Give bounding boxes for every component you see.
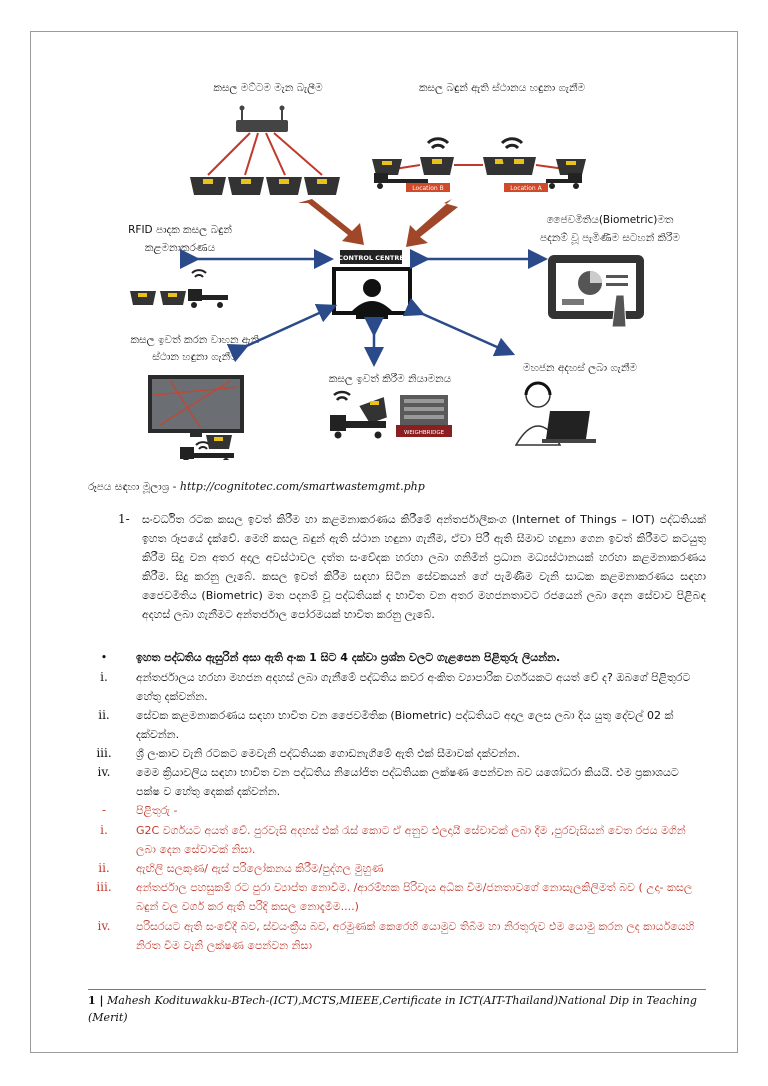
question-item: ii. සේවක කළමනාකරණය සඳහා භාවිත වන ජෛවමිති… — [88, 706, 706, 744]
answer-text: පරිසරයට ඇති සංවේදී බව, ස්වයංක්‍රීය බව, අ… — [136, 920, 695, 952]
bin-level-cluster — [190, 105, 340, 195]
bin-icon — [556, 159, 586, 175]
label-biometric-1: ජෛවමිතිය(Biometric)මත — [546, 214, 674, 226]
source-prefix: රූපය සඳහා මූලාශ්‍ර - — [88, 481, 177, 493]
blue-arrows — [180, 249, 548, 367]
answer-item: i. G2C වර්ගයට අයත් වේ. පුරවැසි අදහස් එක්… — [88, 821, 706, 859]
label-rfid-1: RFID පාදක කසල බඳුන් — [128, 224, 232, 236]
intro-number: 1- — [118, 512, 130, 526]
bin-location-cluster: Location B Location A — [372, 137, 586, 192]
location-b-text: Location B — [412, 185, 443, 192]
wifi-icon — [191, 269, 207, 278]
bin-icon — [160, 291, 186, 305]
answer-item: iii. අන්තර්ජාල පහසුකම් රට පුරා ව්‍යාප්ත … — [88, 878, 706, 916]
label-bin-level: කසල මට්ටම මැන බැලීම — [213, 82, 323, 94]
answer-item: ii. ඇඟිලි සලකුණ/ ඇස් පරිලෝකනය කිරීම/පුද්… — [88, 859, 706, 878]
laptop-icon — [546, 411, 590, 439]
label-vehicle-2: ස්ථාන හඳුනා ගැනීම — [152, 351, 238, 363]
page-number: 1 | — [88, 994, 104, 1007]
vehicle-location-cluster — [148, 375, 244, 460]
bin-icon — [130, 291, 156, 305]
router-icon — [236, 120, 288, 132]
page-border — [30, 31, 738, 1053]
label-public-opinion: මහජන අදහස් ලබා ගැනීම — [523, 362, 637, 374]
answer-text: අන්තර්ජාල පහසුකම් රට පුරා ව්‍යාප්ත නොවීම… — [136, 881, 693, 913]
wifi-icon — [426, 137, 450, 150]
public-opinion-cluster — [514, 381, 596, 446]
page-footer: 1 | Mahesh Kodituwakku-BTech-(ICT),MCTS,… — [88, 992, 706, 1026]
answer-number: iv. — [97, 919, 111, 933]
answer-item: iv. පරිසරයට ඇති සංවේදී බව, ස්වයංක්‍රීය බ… — [88, 917, 706, 955]
question-text: සේවක කළමනාකරණය සඳහා භාවිත වන ජෛවමිතික (B… — [136, 709, 674, 741]
location-a-tag — [504, 183, 548, 192]
question-item: iv. මෙම ක්‍රියාවලිය සඳහා භාවිත වන පද්ධති… — [88, 763, 706, 801]
answers-heading: පිළිතුරු - — [136, 804, 178, 817]
question-number: i. — [100, 670, 108, 684]
location-b-tag — [406, 183, 450, 192]
answer-number: ii. — [98, 861, 110, 875]
footer-credits: Mahesh Kodituwakku-BTech-(ICT),MCTS,MIEE… — [88, 994, 697, 1024]
red-arrow-right — [406, 199, 458, 247]
bin-icon — [372, 159, 402, 175]
weighbridge-icon: WEIGHBRIDGE — [396, 395, 452, 437]
question-number: iv. — [97, 765, 111, 779]
iot-diagram: Location B Location A CONTROL CENTRE — [130, 105, 644, 460]
regulation-cluster: WEIGHBRIDGE — [330, 390, 452, 439]
question-text: මෙම ක්‍රියාවලිය සඳහා භාවිත වන පද්ධතිය නි… — [136, 766, 679, 798]
source-url[interactable]: http://cognitotec.com/smartwastemgmt.php — [179, 480, 425, 493]
tablet-icon — [548, 255, 644, 328]
label-biometric-2: පදනම් වූ පැමිණීම සටහන් කිරීම — [540, 232, 680, 244]
bin-icon — [190, 177, 226, 195]
question-text: අන්තර්ජාලය හරහා මහජන අදහස් ලබා ගැනීමේ පද… — [136, 671, 691, 703]
control-centre-label: CONTROL CENTRE — [338, 254, 404, 262]
weighbridge-label: WEIGHBRIDGE — [404, 430, 445, 436]
question-text: ශ්‍රී ලංකාව වැනි රටකට මෙවැනි පද්ධතියක ගො… — [136, 747, 520, 760]
headset-icon — [524, 381, 552, 396]
bin-icon — [266, 177, 302, 195]
answer-text: ඇඟිලි සලකුණ/ ඇස් පරිලෝකනය කිරීම/පුද්ගල ම… — [136, 862, 384, 875]
answers-dash: - — [101, 803, 107, 817]
question-item: i. අන්තර්ජාලය හරහා මහජන අදහස් ලබා ගැනීමේ… — [88, 668, 706, 706]
image-source: රූපය සඳහා මූලාශ්‍ර - http://cognitotec.c… — [88, 480, 706, 494]
instruction-text: ඉහත පද්ධතිය ඇසුරින් අසා ඇති අංක 1 සිට 4 … — [136, 651, 561, 664]
wifi-icon — [333, 390, 351, 401]
red-arrow-left — [298, 199, 364, 245]
bin-icon — [420, 157, 454, 175]
bin-icon — [206, 435, 232, 449]
question-number: iii. — [96, 746, 112, 760]
footer-divider — [88, 989, 706, 990]
label-removal-regulation: කසල ඉවත් කිරීම නියාමනය — [328, 373, 452, 385]
hand-icon — [611, 294, 627, 328]
bin-icon — [502, 157, 536, 175]
bin-icon — [359, 397, 387, 424]
question-number: ii. — [98, 708, 110, 722]
instruction-bullet: • — [100, 651, 108, 664]
rfid-cluster — [130, 269, 228, 308]
bin-icon — [228, 177, 264, 195]
location-a-text: Location A — [510, 185, 542, 192]
control-centre-icon: CONTROL CENTRE — [332, 250, 412, 319]
wifi-icon — [500, 137, 524, 150]
truck-icon — [546, 173, 582, 189]
intro-paragraph: සංවර්ධිත රටක කසල ඉවත් කිරීම හා කළමනාකරණය… — [142, 513, 706, 621]
answer-number: iii. — [96, 880, 112, 894]
question-item: iii. ශ්‍රී ලංකාව වැනි රටකට මෙවැනි පද්ධති… — [88, 744, 706, 763]
truck-icon — [330, 415, 386, 439]
truck-icon — [180, 447, 234, 460]
truck-icon — [188, 289, 228, 308]
label-bin-location: කසල බඳුන් ඇති ස්ථානය හඳුනා ගැනීම — [418, 82, 586, 94]
answer-text: G2C වර්ගයට අයත් වේ. පුරවැසි අදහස් එක් රැ… — [136, 824, 686, 856]
answer-number: i. — [100, 823, 108, 837]
bin-icon — [304, 177, 340, 195]
